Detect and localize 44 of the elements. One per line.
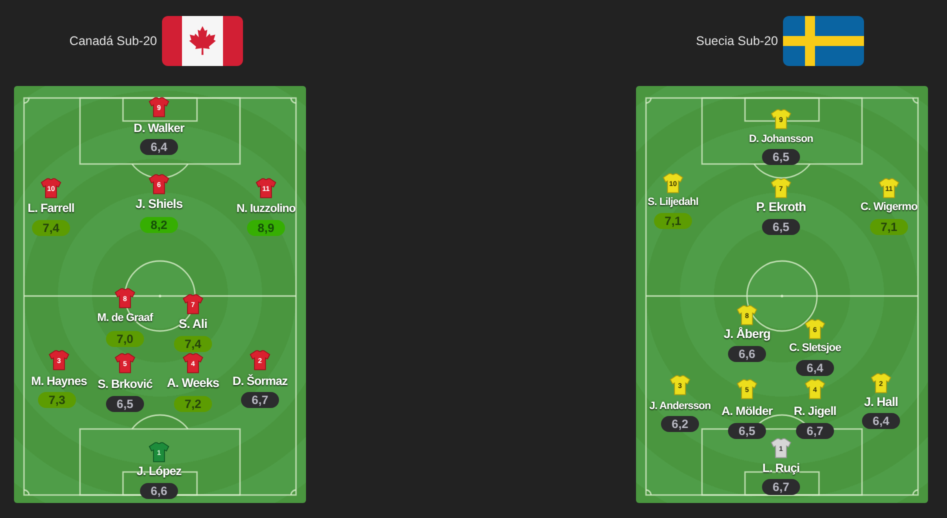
player-name: A. Weeks (166, 376, 220, 391)
rating-badge: 6,4 (140, 139, 178, 155)
rating-badge: 7,4 (174, 336, 212, 352)
rating-badge: 6,5 (728, 423, 766, 439)
rating-badge: 7,1 (870, 219, 908, 235)
rating-badge: 8,2 (140, 217, 178, 233)
player-name: L. Farrell (28, 201, 74, 215)
rating-badge: 8,9 (247, 220, 285, 236)
player-name: M. Haynes (31, 374, 87, 388)
player-name: R. Jigell (794, 404, 836, 418)
rating-badge: 6,5 (762, 219, 800, 235)
rating-badge: 6,5 (762, 149, 800, 165)
player-name: J. Åberg (724, 327, 770, 342)
player-name: J. Shiels (135, 197, 183, 212)
rating-badge: 6,6 (140, 483, 178, 499)
player-name: P. Ekroth (756, 200, 806, 215)
player-name: D. Johansson (748, 133, 814, 146)
rating-badge: 7,2 (174, 396, 212, 412)
player-name: C. Wigermo (860, 201, 918, 214)
rating-badge: 6,5 (106, 396, 144, 412)
team-name: Canadá Sub-20 (69, 34, 157, 49)
player-name: A. Mölder (721, 404, 773, 418)
player-name: D. Šormaz (232, 374, 288, 388)
player-name: N. Iuzzolino (236, 202, 296, 216)
rating-badge: 6,4 (796, 360, 834, 376)
rating-badge: 6,2 (661, 416, 699, 432)
rating-badge: 6,6 (728, 346, 766, 362)
player-name: S. Liljedahl (648, 196, 698, 209)
player-name: S. Ali (178, 317, 208, 332)
player-name: J. Hall (864, 395, 898, 410)
rating-badge: 6,7 (762, 479, 800, 495)
team-name: Suecia Sub-20 (696, 34, 778, 49)
rating-badge: 7,4 (32, 220, 70, 236)
rating-badge: 6,7 (241, 392, 279, 408)
player-name: S. Brković (98, 377, 152, 391)
player-name: J. Andersson (649, 400, 711, 413)
rating-badge: 6,4 (862, 413, 900, 429)
rating-badge: 7,0 (106, 331, 144, 347)
rating-badge: 6,7 (796, 423, 834, 439)
rating-badge: 7,3 (38, 392, 76, 408)
rating-badge: 7,1 (654, 213, 692, 229)
player-name: D. Walker (134, 121, 184, 135)
player-name: C. Sletsjoe (789, 342, 841, 355)
player-name: L. Ruçi (762, 461, 800, 475)
